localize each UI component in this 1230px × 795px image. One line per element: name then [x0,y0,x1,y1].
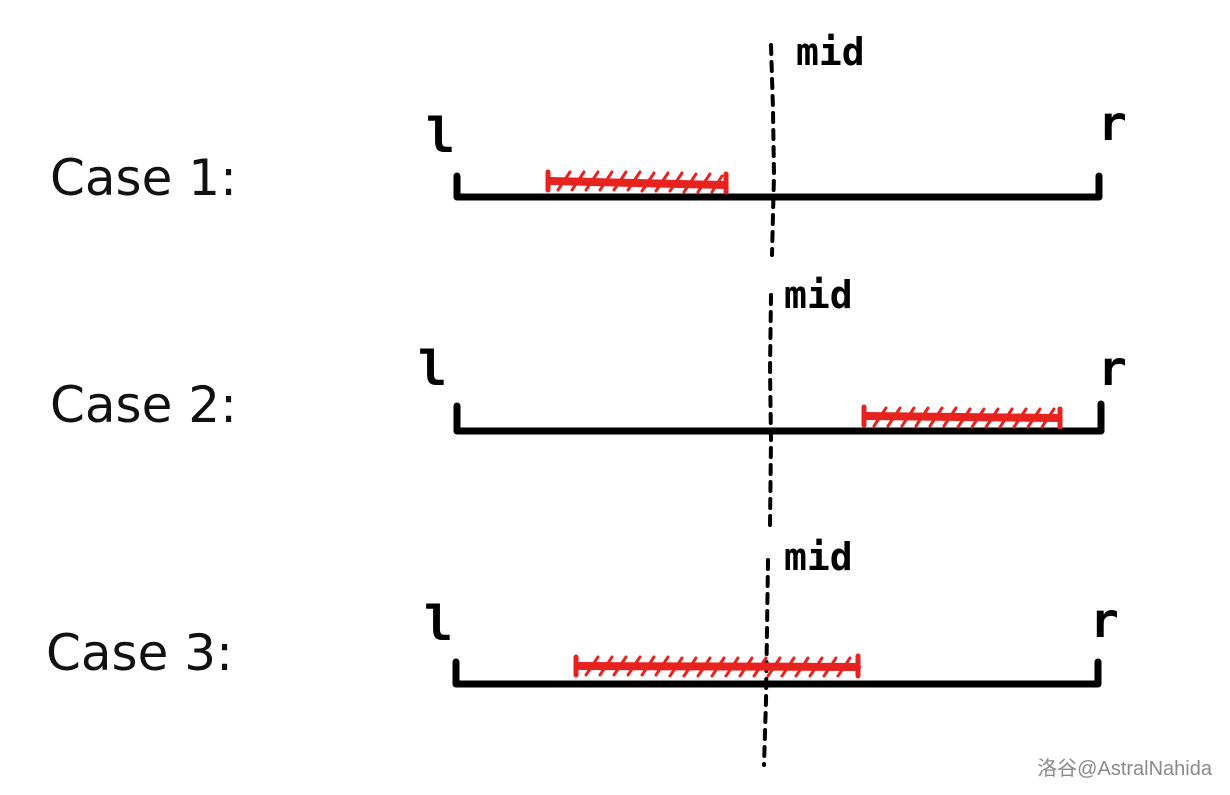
case-3-interval-line [452,658,1102,688]
case-3-right-label: r [1090,593,1119,649]
case-1-label: Case 1: [50,149,237,207]
case-3-red-segment [573,653,861,679]
case-1: Case 1: l r mid [50,30,1127,207]
case-1-right-label: r [1098,96,1127,152]
case-3-left-label: l [424,596,453,652]
case-3-label: Case 3: [46,624,233,682]
case-2: Case 2: l r mid [50,273,1127,435]
case-1-interval-line [453,172,1103,201]
case-3: Case 3: l r mid [46,535,1119,688]
case-1-left-label: l [426,108,455,164]
case-1-mid-label: mid [796,30,865,74]
case-2-label: Case 2: [50,376,237,434]
case-2-red-segment [861,404,1063,430]
case-3-mid-label: mid [784,535,853,579]
case-2-interval-line [453,400,1105,435]
case-2-left-label: l [418,341,447,397]
case-2-right-label: r [1098,341,1127,397]
case-2-mid-label: mid [784,273,853,317]
watermark: 洛谷@AstralNahida [1037,758,1212,780]
case-1-red-segment [545,169,729,195]
